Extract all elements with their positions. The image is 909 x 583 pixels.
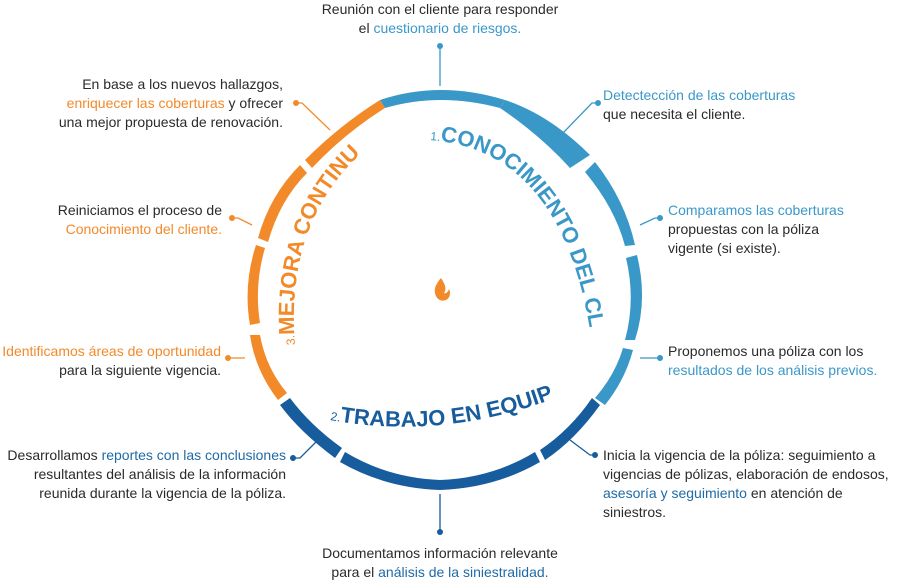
connectors bbox=[225, 43, 663, 535]
note-right-1: Detectección de las coberturas que neces… bbox=[603, 86, 843, 124]
note-right-2-highlight: Comparamos las coberturas bbox=[668, 202, 844, 218]
note-right-2-line2: propuestas con la póliza bbox=[668, 221, 819, 237]
section-3-title: 3.MEJORA CONTINUA bbox=[0, 0, 364, 346]
note-right-2: Comparamos las coberturas propuestas con… bbox=[668, 201, 898, 258]
note-top-highlight: cuestionario de riesgos. bbox=[373, 20, 522, 36]
note-bottom: Documentamos información relevante para … bbox=[300, 544, 580, 582]
note-right-4-highlight: asesoría y seguimiento bbox=[603, 485, 747, 501]
note-left-3-highlight: Identificamos áreas de oportunidad bbox=[2, 343, 221, 359]
section-1-label: CONOCIMIENTO DEL CLIENTE bbox=[0, 0, 609, 329]
note-left-3: Identificamos áreas de oportunidad para … bbox=[0, 342, 221, 380]
note-left-2-line1: Reiniciamos el proceso de bbox=[57, 202, 222, 218]
note-right-1-highlight: Detectección de las coberturas bbox=[603, 87, 796, 103]
note-left-1-line3: una mejor propuesta de renovación. bbox=[58, 114, 283, 130]
note-left-4-pre: Desarrollamos bbox=[7, 447, 102, 463]
note-right-3-line1: Proponemos una póliza con los bbox=[668, 343, 864, 359]
note-left-1-line1: En base a los nuevos hallazgos, bbox=[82, 76, 283, 92]
note-left-4: Desarrollamos reportes con las conclusio… bbox=[0, 446, 286, 503]
section-2-ring bbox=[280, 398, 600, 490]
section-2-number: 2. bbox=[330, 409, 342, 424]
section-1-ring bbox=[380, 90, 643, 405]
note-left-2-highlight: Conocimiento del cliente. bbox=[65, 221, 222, 237]
note-right-4: Inicia la vigencia de la póliza: seguimi… bbox=[603, 446, 909, 522]
section-3-number: 3. bbox=[283, 335, 298, 346]
note-right-4-line1: Inicia la vigencia de la póliza: seguimi… bbox=[603, 447, 876, 463]
note-left-3-line2: para la siguiente vigencia. bbox=[59, 362, 221, 378]
flame-icon bbox=[434, 278, 450, 301]
note-bottom-pre: para el bbox=[331, 564, 379, 580]
note-bottom-highlight: análisis de la siniestralidad. bbox=[378, 564, 549, 580]
note-top: Reunión con el cliente para responder el… bbox=[300, 0, 580, 38]
note-left-4-line2: resultantes del análisis de la informaci… bbox=[33, 466, 286, 482]
note-left-1: En base a los nuevos hallazgos, enriquec… bbox=[0, 75, 283, 132]
note-left-1-post: y ofrecer bbox=[224, 95, 283, 111]
note-right-3-highlight: resultados de los análisis previos. bbox=[668, 362, 878, 378]
note-bottom-line1: Documentamos información relevante bbox=[322, 545, 558, 561]
note-right-4-post: en atención de siniestros. bbox=[603, 485, 843, 520]
note-right-4-line2: vigencias de pólizas, elaboración de end… bbox=[603, 466, 889, 482]
note-top-line1: Reunión con el cliente para responder bbox=[321, 1, 559, 17]
note-right-3: Proponemos una póliza con los resultados… bbox=[668, 342, 908, 380]
note-left-2: Reiniciamos el proceso de Conocimiento d… bbox=[0, 201, 222, 239]
note-right-2-line3: vigente (si existe). bbox=[668, 240, 781, 256]
note-top-pre: el bbox=[358, 20, 374, 36]
section-3-label: MEJORA CONTINUA bbox=[0, 0, 364, 335]
section-1-number: 1. bbox=[430, 129, 442, 144]
note-left-4-line3: reunida durante la vigencia de la póliza… bbox=[39, 485, 286, 501]
note-left-4-highlight: reportes con las conclusiones bbox=[101, 447, 286, 463]
section-1-title: 1.CONOCIMIENTO DEL CLIENTE bbox=[0, 0, 609, 329]
note-left-1-highlight: enriquecer las coberturas bbox=[66, 95, 225, 111]
section-3-ring bbox=[247, 100, 385, 400]
note-right-1-line2: que necesita el cliente. bbox=[603, 106, 746, 122]
